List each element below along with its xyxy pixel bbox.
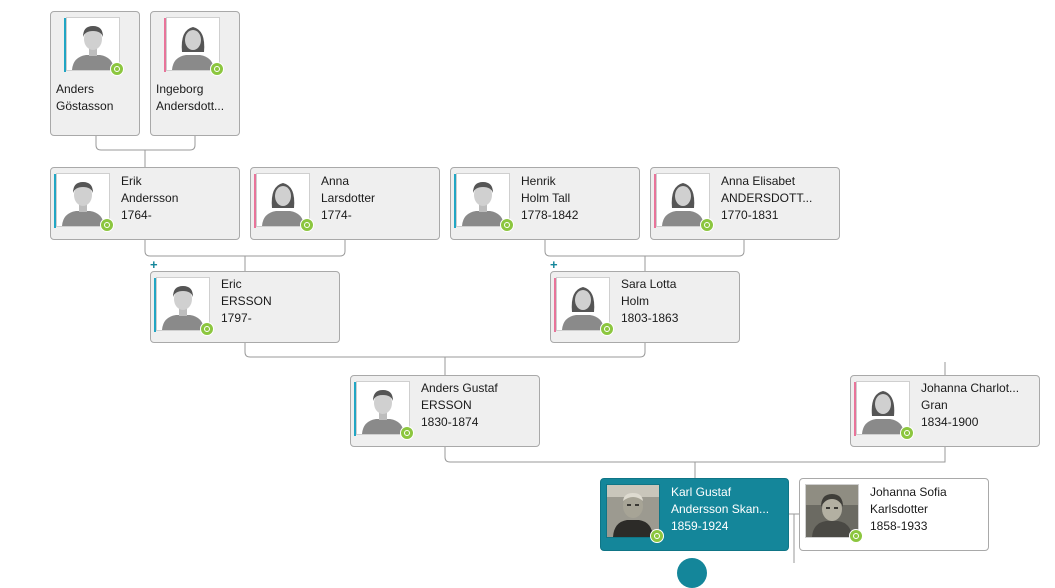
person-given-name: Johanna Charlot... — [921, 381, 1020, 395]
person-lifespan: 1770-1831 — [721, 208, 779, 222]
record-hint-icon[interactable] — [849, 529, 863, 543]
person-given-name: Johanna Sofia — [870, 485, 947, 499]
avatar — [454, 173, 514, 232]
avatar — [54, 173, 114, 232]
person-card[interactable]: Anna Larsdotter 1774- — [250, 167, 440, 240]
female-silhouette-icon — [172, 27, 214, 70]
person-given-name: Anna — [321, 174, 350, 188]
gender-indicator — [64, 18, 66, 72]
avatar — [354, 381, 414, 440]
person-photo — [806, 485, 858, 537]
person-given-name: Karl Gustaf — [671, 485, 732, 499]
avatar — [154, 277, 214, 336]
person-given-name: Anna Elisabet — [721, 174, 796, 188]
expand-ancestors-button[interactable]: + — [150, 257, 158, 272]
person-surname: ERSSON — [421, 398, 472, 412]
record-hint-icon[interactable] — [600, 322, 614, 336]
female-silhouette-icon — [562, 287, 604, 330]
female-silhouette-icon — [262, 183, 304, 226]
avatar — [606, 484, 664, 543]
person-surname: ANDERSDOTT... — [721, 191, 813, 205]
person-photo — [607, 485, 659, 537]
person-given-name: Henrik — [521, 174, 556, 188]
offscreen-fade — [755, 250, 940, 360]
gender-indicator — [154, 278, 156, 332]
person-surname: Larsdotter — [321, 191, 376, 205]
gender-indicator — [254, 174, 256, 228]
person-card[interactable]: Eric ERSSON 1797- — [150, 271, 340, 343]
avatar — [64, 17, 124, 76]
person-lifespan: 1764- — [121, 208, 152, 222]
record-hint-icon[interactable] — [900, 426, 914, 440]
person-surname: Gran — [921, 398, 948, 412]
gender-indicator — [454, 174, 456, 228]
person-lifespan: 1834-1900 — [921, 415, 979, 429]
person-card[interactable]: Erik Andersson 1764- — [50, 167, 240, 240]
person-card[interactable]: Anders Gustaf ERSSON 1830-1874 — [350, 375, 540, 447]
record-hint-icon[interactable] — [650, 529, 664, 543]
gender-indicator — [54, 174, 56, 228]
expand-ancestors-button[interactable]: + — [550, 257, 558, 272]
person-card[interactable]: Henrik Holm Tall 1778-1842 — [450, 167, 640, 240]
offscreen-fade — [940, 275, 1055, 355]
avatar — [164, 17, 224, 76]
male-silhouette-icon — [162, 286, 204, 330]
avatar — [805, 484, 863, 543]
person-card[interactable]: Johanna Charlot... Gran 1834-1900 — [850, 375, 1040, 447]
person-lifespan: 1858-1933 — [870, 519, 928, 533]
female-silhouette-icon — [862, 391, 904, 434]
person-surname: Karlsdotter — [870, 502, 929, 516]
person-lifespan: 1830-1874 — [421, 415, 479, 429]
male-silhouette-icon — [462, 182, 504, 226]
person-lifespan: 1859-1924 — [671, 519, 729, 533]
record-hint-icon[interactable] — [300, 218, 314, 232]
male-silhouette-icon — [62, 182, 104, 226]
person-card[interactable]: Anna Elisabet ANDERSDOTT... 1770-1831 — [650, 167, 840, 240]
gender-indicator — [654, 174, 656, 228]
person-given-name: Anders — [56, 82, 95, 96]
male-silhouette-icon — [72, 26, 114, 70]
record-hint-icon[interactable] — [700, 218, 714, 232]
person-given-name: Erik — [121, 174, 142, 188]
person-lifespan: 1803-1863 — [621, 311, 679, 325]
male-silhouette-icon — [362, 390, 404, 434]
gender-indicator — [164, 18, 166, 72]
spouse-card[interactable]: Johanna Sofia Karlsdotter 1858-1933 — [799, 478, 989, 551]
person-lifespan: 1797- — [221, 311, 252, 325]
record-hint-icon[interactable] — [110, 62, 124, 76]
female-silhouette-icon — [662, 183, 704, 226]
person-card[interactable]: Ingeborg Andersdott... — [150, 11, 240, 136]
person-given-name: Sara Lotta — [621, 277, 677, 291]
person-lifespan: 1774- — [321, 208, 352, 222]
person-card[interactable]: Anders Göstasson — [50, 11, 140, 136]
record-hint-icon[interactable] — [200, 322, 214, 336]
avatar — [254, 173, 314, 232]
record-hint-icon[interactable] — [500, 218, 514, 232]
person-surname: Holm — [621, 294, 650, 308]
person-surname: Andersdott... — [156, 99, 225, 113]
family-tree: Anders Göstasson Ingeborg Andersdott... — [50, 11, 1055, 588]
person-given-name: Ingeborg — [156, 82, 204, 96]
focus-person-card[interactable]: Karl Gustaf Andersson Skan... 1859-1924 — [600, 478, 789, 551]
person-given-name: Anders Gustaf — [421, 381, 498, 395]
avatar — [854, 381, 914, 440]
tree-connectors — [95, 136, 946, 563]
person-surname: Göstasson — [56, 99, 114, 113]
person-surname: Holm Tall — [521, 191, 571, 205]
person-card[interactable]: Sara Lotta Holm 1803-1863 — [550, 271, 740, 343]
person-lifespan: 1778-1842 — [521, 208, 579, 222]
gender-indicator — [354, 382, 356, 436]
gender-indicator — [554, 278, 556, 332]
record-hint-icon[interactable] — [210, 62, 224, 76]
person-surname: Andersson — [121, 191, 179, 205]
person-surname: Andersson Skan... — [671, 502, 770, 516]
record-hint-icon[interactable] — [400, 426, 414, 440]
record-hint-icon[interactable] — [100, 218, 114, 232]
avatar — [554, 277, 614, 336]
avatar — [654, 173, 714, 232]
gender-indicator — [854, 382, 856, 436]
person-given-name: Eric — [221, 277, 242, 291]
person-surname: ERSSON — [221, 294, 272, 308]
